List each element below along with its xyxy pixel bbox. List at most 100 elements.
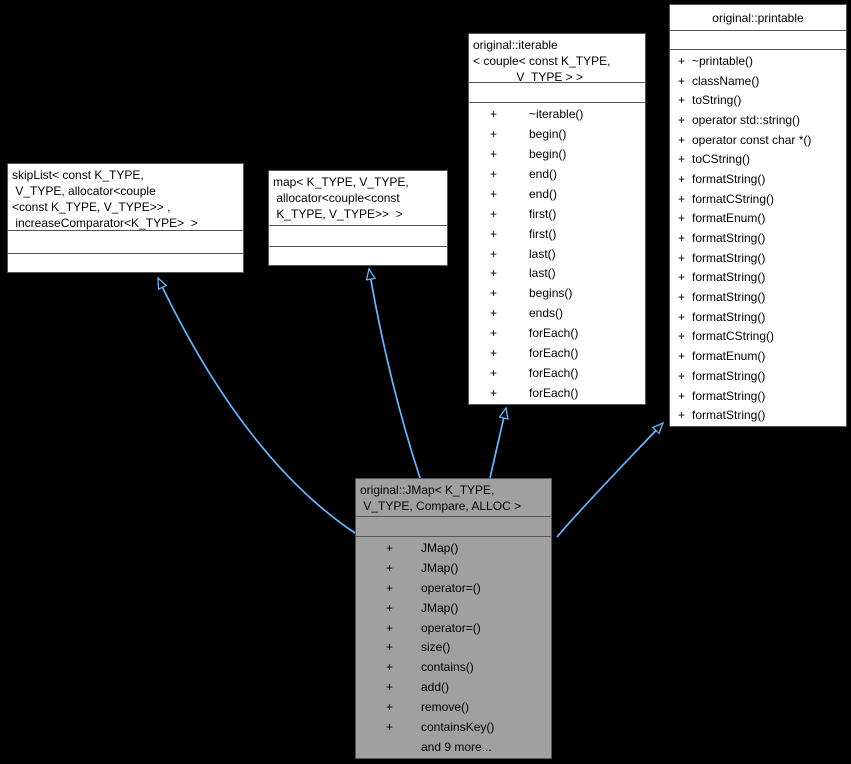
visibility-marker: +: [490, 326, 498, 341]
visibility-marker: +: [678, 250, 686, 265]
method-row: + first(): [469, 204, 645, 224]
visibility-marker: +: [678, 408, 686, 423]
method-row: + toCString(): [670, 149, 846, 169]
method-name: contains(): [421, 660, 474, 675]
visibility-marker: +: [386, 720, 394, 735]
attributes-compartment: [356, 516, 551, 536]
method-name: formatEnum(): [692, 211, 766, 226]
visibility-marker: +: [386, 580, 394, 595]
method-row: + last(): [469, 264, 645, 284]
visibility-marker: +: [490, 286, 498, 301]
visibility-marker: +: [490, 206, 498, 221]
methods-compartment: [8, 253, 243, 272]
method-row: + begin(): [469, 144, 645, 164]
visibility-marker: +: [678, 171, 686, 186]
visibility-marker: +: [678, 73, 686, 88]
visibility-marker: +: [678, 93, 686, 108]
visibility-marker: +: [386, 540, 394, 555]
method-name: formatString(): [692, 231, 766, 246]
method-name: last(): [529, 246, 556, 261]
method-name: begin(): [529, 146, 567, 161]
method-row: + formatEnum(): [670, 346, 846, 366]
visibility-marker: +: [490, 346, 498, 361]
visibility-marker: +: [386, 680, 394, 695]
method-name: className(): [692, 73, 760, 88]
method-row: + formatString(): [670, 366, 846, 386]
inheritance-arrow-to-printable: [556, 423, 663, 538]
visibility-marker: +: [490, 386, 498, 401]
visibility-marker: +: [678, 309, 686, 324]
method-row: + begin(): [469, 124, 645, 144]
method-row: + contains(): [356, 657, 551, 677]
method-name: toString(): [692, 93, 742, 108]
visibility-marker: +: [490, 366, 498, 381]
method-name: formatString(): [692, 171, 766, 186]
visibility-marker: +: [490, 166, 498, 181]
method-name: formatString(): [692, 250, 766, 265]
visibility-marker: +: [678, 112, 686, 127]
method-name: and 9 more...: [421, 740, 492, 755]
method-row: + forEach(): [469, 323, 645, 343]
method-row: + formatString(): [670, 405, 846, 425]
method-name: last(): [529, 266, 556, 281]
method-row: + forEach(): [469, 383, 645, 403]
method-row: + add(): [356, 677, 551, 697]
method-name: forEach(): [529, 386, 579, 401]
methods-compartment: + ~iterable() + begin() + begin() + end(…: [469, 102, 645, 404]
class-box-jmap[interactable]: original::JMap< K_TYPE, V_TYPE, Compare,…: [355, 478, 552, 759]
visibility-marker: +: [490, 186, 498, 201]
class-box-skiplist[interactable]: skipList< const K_TYPE, V_TYPE, allocato…: [7, 163, 244, 273]
method-row: + formatString(): [670, 268, 846, 288]
methods-compartment: [269, 246, 447, 265]
class-title: original::JMap< K_TYPE, V_TYPE, Compare,…: [360, 483, 522, 513]
visibility-marker: +: [386, 620, 394, 635]
method-name: begin(): [529, 126, 567, 141]
method-name: operator=(): [421, 620, 481, 635]
visibility-marker: +: [678, 368, 686, 383]
attributes-compartment: [269, 225, 447, 246]
class-box-printable[interactable]: original::printable + ~printable() + cla…: [669, 4, 847, 427]
method-row: + last(): [469, 244, 645, 264]
method-name: formatString(): [692, 368, 766, 383]
inheritance-arrow-to-iterable: [489, 408, 506, 479]
method-row: + end(): [469, 184, 645, 204]
attributes-compartment: [670, 30, 846, 49]
class-box-map[interactable]: map< K_TYPE, V_TYPE, allocator<couple<co…: [268, 170, 448, 266]
method-name: end(): [529, 186, 558, 201]
method-name: forEach(): [529, 326, 579, 341]
method-row: + JMap(): [356, 598, 551, 618]
method-row: + formatString(): [670, 287, 846, 307]
method-name: formatString(): [692, 270, 766, 285]
method-row: + containsKey(): [356, 717, 551, 737]
visibility-marker: +: [490, 106, 498, 121]
class-box-iterable[interactable]: original::iterable < couple< const K_TYP…: [468, 33, 646, 405]
method-name: formatCString(): [692, 191, 775, 206]
inheritance-arrow-to-skiplist: [157, 278, 356, 534]
method-name: first(): [529, 206, 557, 221]
visibility-marker: +: [490, 306, 498, 321]
method-name: end(): [529, 166, 558, 181]
method-row: + forEach(): [469, 343, 645, 363]
visibility-marker: +: [490, 146, 498, 161]
method-name: first(): [529, 226, 557, 241]
method-name: formatEnum(): [692, 349, 766, 364]
visibility-marker: +: [490, 246, 498, 261]
method-row: + JMap(): [356, 538, 551, 558]
method-name: containsKey(): [421, 720, 495, 735]
method-row: + ends(): [469, 303, 645, 323]
method-row: + formatString(): [670, 307, 846, 327]
class-title: map< K_TYPE, V_TYPE, allocator<couple<co…: [273, 175, 409, 221]
visibility-marker: +: [386, 660, 394, 675]
method-row: + ~iterable(): [469, 104, 645, 124]
method-row: + first(): [469, 224, 645, 244]
method-name: forEach(): [529, 366, 579, 381]
class-title: original::printable: [712, 11, 804, 25]
method-row: + formatString(): [670, 169, 846, 189]
method-row: + formatString(): [670, 228, 846, 248]
method-row: + end(): [469, 164, 645, 184]
method-row: + begins(): [469, 283, 645, 303]
method-row: + operator std::string(): [670, 110, 846, 130]
method-name: begins(): [529, 286, 573, 301]
visibility-marker: +: [490, 226, 498, 241]
visibility-marker: +: [490, 266, 498, 281]
